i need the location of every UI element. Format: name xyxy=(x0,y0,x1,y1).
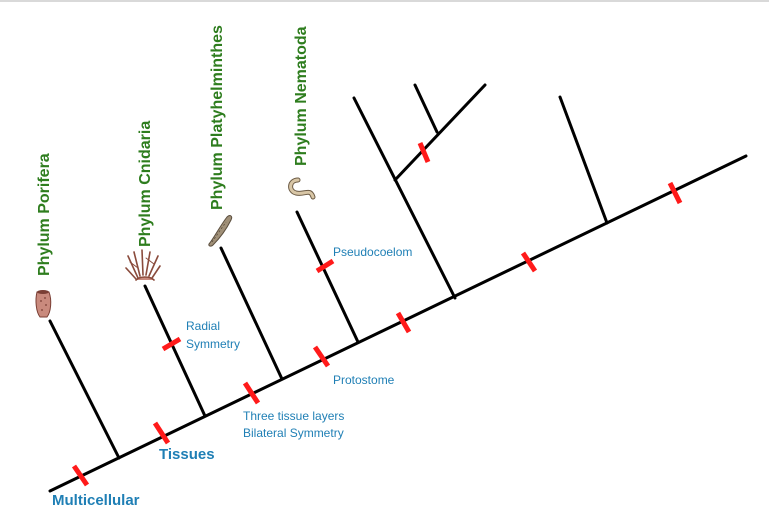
label-cnidaria: Phylum Cnidaria xyxy=(137,121,154,247)
branch-platyhelminthes xyxy=(219,246,284,381)
marker-outgroup-trunk xyxy=(667,181,683,205)
branch-clade-b xyxy=(558,95,609,225)
marker-pseudocoelom xyxy=(315,258,335,274)
branch-clade-a xyxy=(352,96,457,300)
label-symmetry: Symmetry xyxy=(186,337,240,351)
label-pseudocoelom: Pseudocoelom xyxy=(333,245,412,259)
label-bilateral-symmetry: Bilateral Symmetry xyxy=(243,426,344,440)
label-three-tissue-layers: Three tissue layers xyxy=(243,409,344,423)
marker-clade-a-sub xyxy=(417,142,431,163)
branch-clade-a-sub xyxy=(393,83,487,182)
label-tissues: Tissues xyxy=(159,446,215,463)
label-radial: Radial xyxy=(186,319,220,333)
marker-tissues xyxy=(152,421,171,445)
marker-bilateral xyxy=(242,381,261,405)
sponge-icon xyxy=(35,290,52,318)
top-divider xyxy=(0,0,769,2)
main-trunk xyxy=(48,154,748,493)
branch-nematoda xyxy=(295,210,360,344)
coral-icon xyxy=(125,249,161,281)
marker-multicellular xyxy=(71,464,90,487)
marker-clade-a xyxy=(395,311,412,334)
marker-radial-symmetry xyxy=(161,336,182,352)
label-platyhelminthes: Phylum Platyhelminthes xyxy=(209,25,226,210)
branch-clade-a-tip xyxy=(413,83,439,134)
marker-protostome xyxy=(312,345,331,368)
label-nematoda: Phylum Nematoda xyxy=(293,26,310,166)
marker-clade-b-trunk xyxy=(520,251,538,273)
label-protostome: Protostome xyxy=(333,373,395,387)
branch-cnidaria xyxy=(143,284,207,418)
label-multicellular: Multicellular xyxy=(52,492,140,509)
branch-porifera xyxy=(48,319,121,460)
flatworm-icon xyxy=(208,215,233,247)
label-porifera: Phylum Porifera xyxy=(36,153,53,276)
roundworm-icon xyxy=(288,177,316,200)
